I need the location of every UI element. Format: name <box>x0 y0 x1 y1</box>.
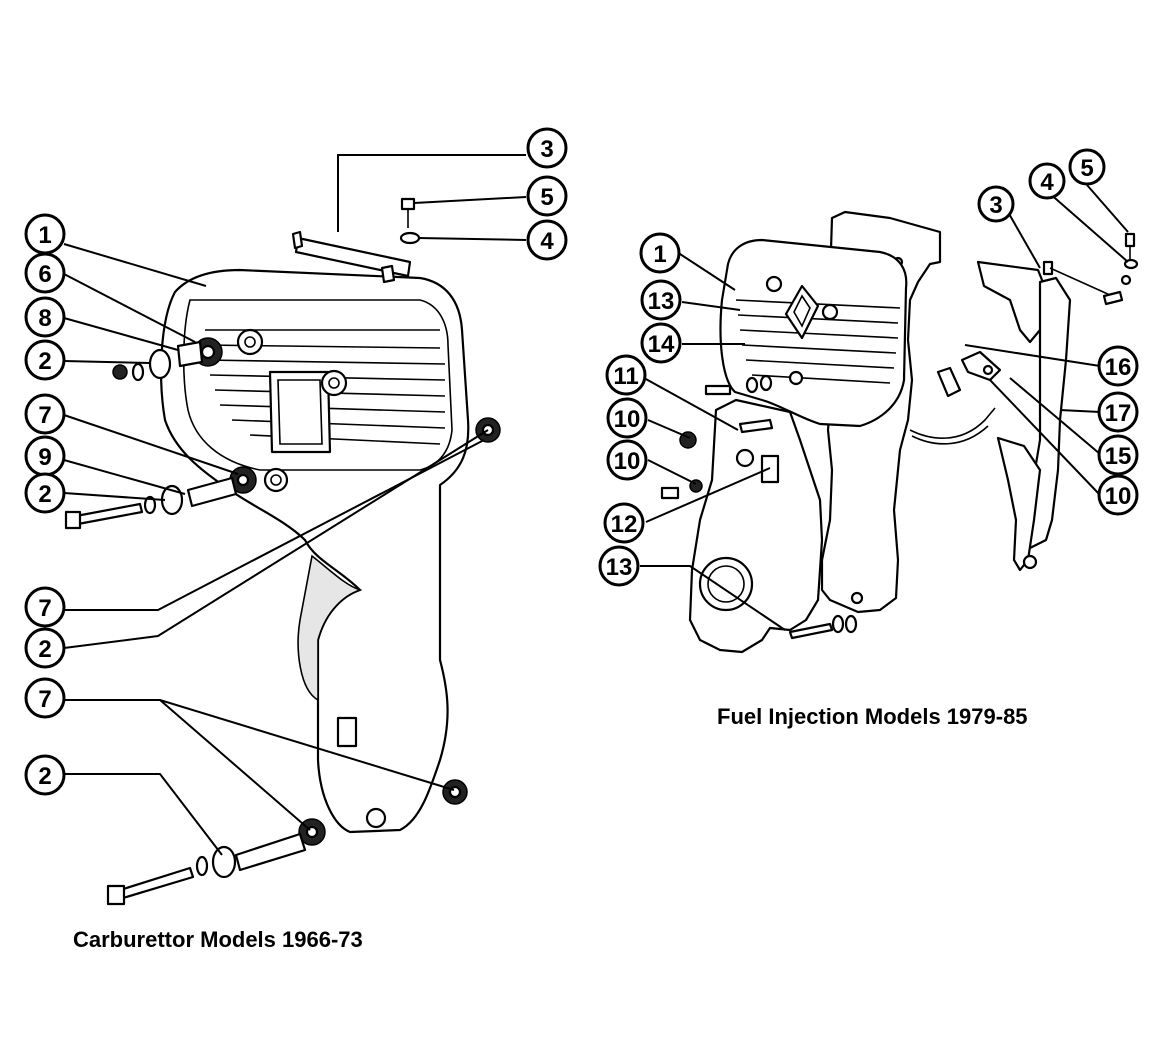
svg-text:2: 2 <box>38 348 51 375</box>
svg-text:17: 17 <box>1105 400 1132 427</box>
svg-text:14: 14 <box>648 331 675 358</box>
callout-9: 9 <box>24 435 66 477</box>
callout-13: 13 <box>640 279 682 321</box>
callout-2: 2 <box>24 339 66 381</box>
svg-text:10: 10 <box>614 448 641 475</box>
callout-5: 5 <box>1068 148 1106 186</box>
callout-1: 1 <box>24 213 66 255</box>
callout-8: 8 <box>24 296 66 338</box>
svg-text:7: 7 <box>38 686 51 713</box>
callout-16: 16 <box>1097 345 1139 387</box>
svg-text:13: 13 <box>606 554 633 581</box>
caption-fuel-injection: Fuel Injection Models 1979-85 <box>717 704 1028 729</box>
callout-4: 4 <box>526 219 568 261</box>
callout-10: 10 <box>1097 474 1139 516</box>
callout-3: 3 <box>526 127 568 169</box>
callout-3: 3 <box>977 185 1015 223</box>
callout-15: 15 <box>1097 434 1139 476</box>
svg-text:1: 1 <box>38 222 51 249</box>
svg-text:6: 6 <box>38 261 51 288</box>
callout-7: 7 <box>24 677 66 719</box>
svg-text:2: 2 <box>38 763 51 790</box>
right-leader-lines <box>640 184 1129 631</box>
carburettor-cover-assembly <box>64 197 501 906</box>
svg-text:7: 7 <box>38 402 51 429</box>
svg-text:1: 1 <box>653 241 666 268</box>
callout-2: 2 <box>24 472 66 514</box>
callout-7: 7 <box>24 393 66 435</box>
callout-13: 13 <box>598 545 640 587</box>
svg-text:5: 5 <box>540 184 553 211</box>
svg-text:11: 11 <box>613 363 638 390</box>
callout-1: 1 <box>639 232 681 274</box>
right-callouts: 1 13 14 11 10 10 12 13 5 4 3 16 17 15 10 <box>598 148 1139 587</box>
svg-text:13: 13 <box>648 288 675 315</box>
callout-11: 11 <box>605 354 647 396</box>
callout-6: 6 <box>24 252 66 294</box>
callout-14: 14 <box>640 322 682 364</box>
svg-text:10: 10 <box>614 406 641 433</box>
svg-text:7: 7 <box>38 595 51 622</box>
svg-text:9: 9 <box>38 444 51 471</box>
callout-5: 5 <box>526 175 568 217</box>
svg-text:16: 16 <box>1105 354 1132 381</box>
svg-text:4: 4 <box>1040 169 1054 196</box>
caption-carburettor: Carburettor Models 1966-73 <box>73 927 363 952</box>
callout-2: 2 <box>24 754 66 796</box>
svg-text:10: 10 <box>1105 483 1132 510</box>
callout-17: 17 <box>1097 391 1139 433</box>
callout-10: 10 <box>606 397 648 439</box>
callout-2: 2 <box>24 627 66 669</box>
callout-4: 4 <box>1028 162 1066 200</box>
svg-text:12: 12 <box>611 511 638 538</box>
left-leader-lines <box>63 154 527 856</box>
svg-text:8: 8 <box>38 305 51 332</box>
callout-7: 7 <box>24 586 66 628</box>
svg-text:2: 2 <box>38 481 51 508</box>
callout-12: 12 <box>603 502 645 544</box>
svg-text:3: 3 <box>989 192 1002 219</box>
left-callouts: 3 5 4 1 6 8 2 7 9 2 7 2 7 2 <box>24 127 568 796</box>
svg-text:5: 5 <box>1080 155 1093 182</box>
callout-10: 10 <box>606 439 648 481</box>
right-lower-cover <box>688 398 824 654</box>
svg-text:4: 4 <box>540 228 554 255</box>
fuel-injection-cover-assembly <box>660 210 1139 654</box>
svg-text:3: 3 <box>540 136 553 163</box>
svg-text:2: 2 <box>38 636 51 663</box>
svg-text:15: 15 <box>1105 443 1132 470</box>
